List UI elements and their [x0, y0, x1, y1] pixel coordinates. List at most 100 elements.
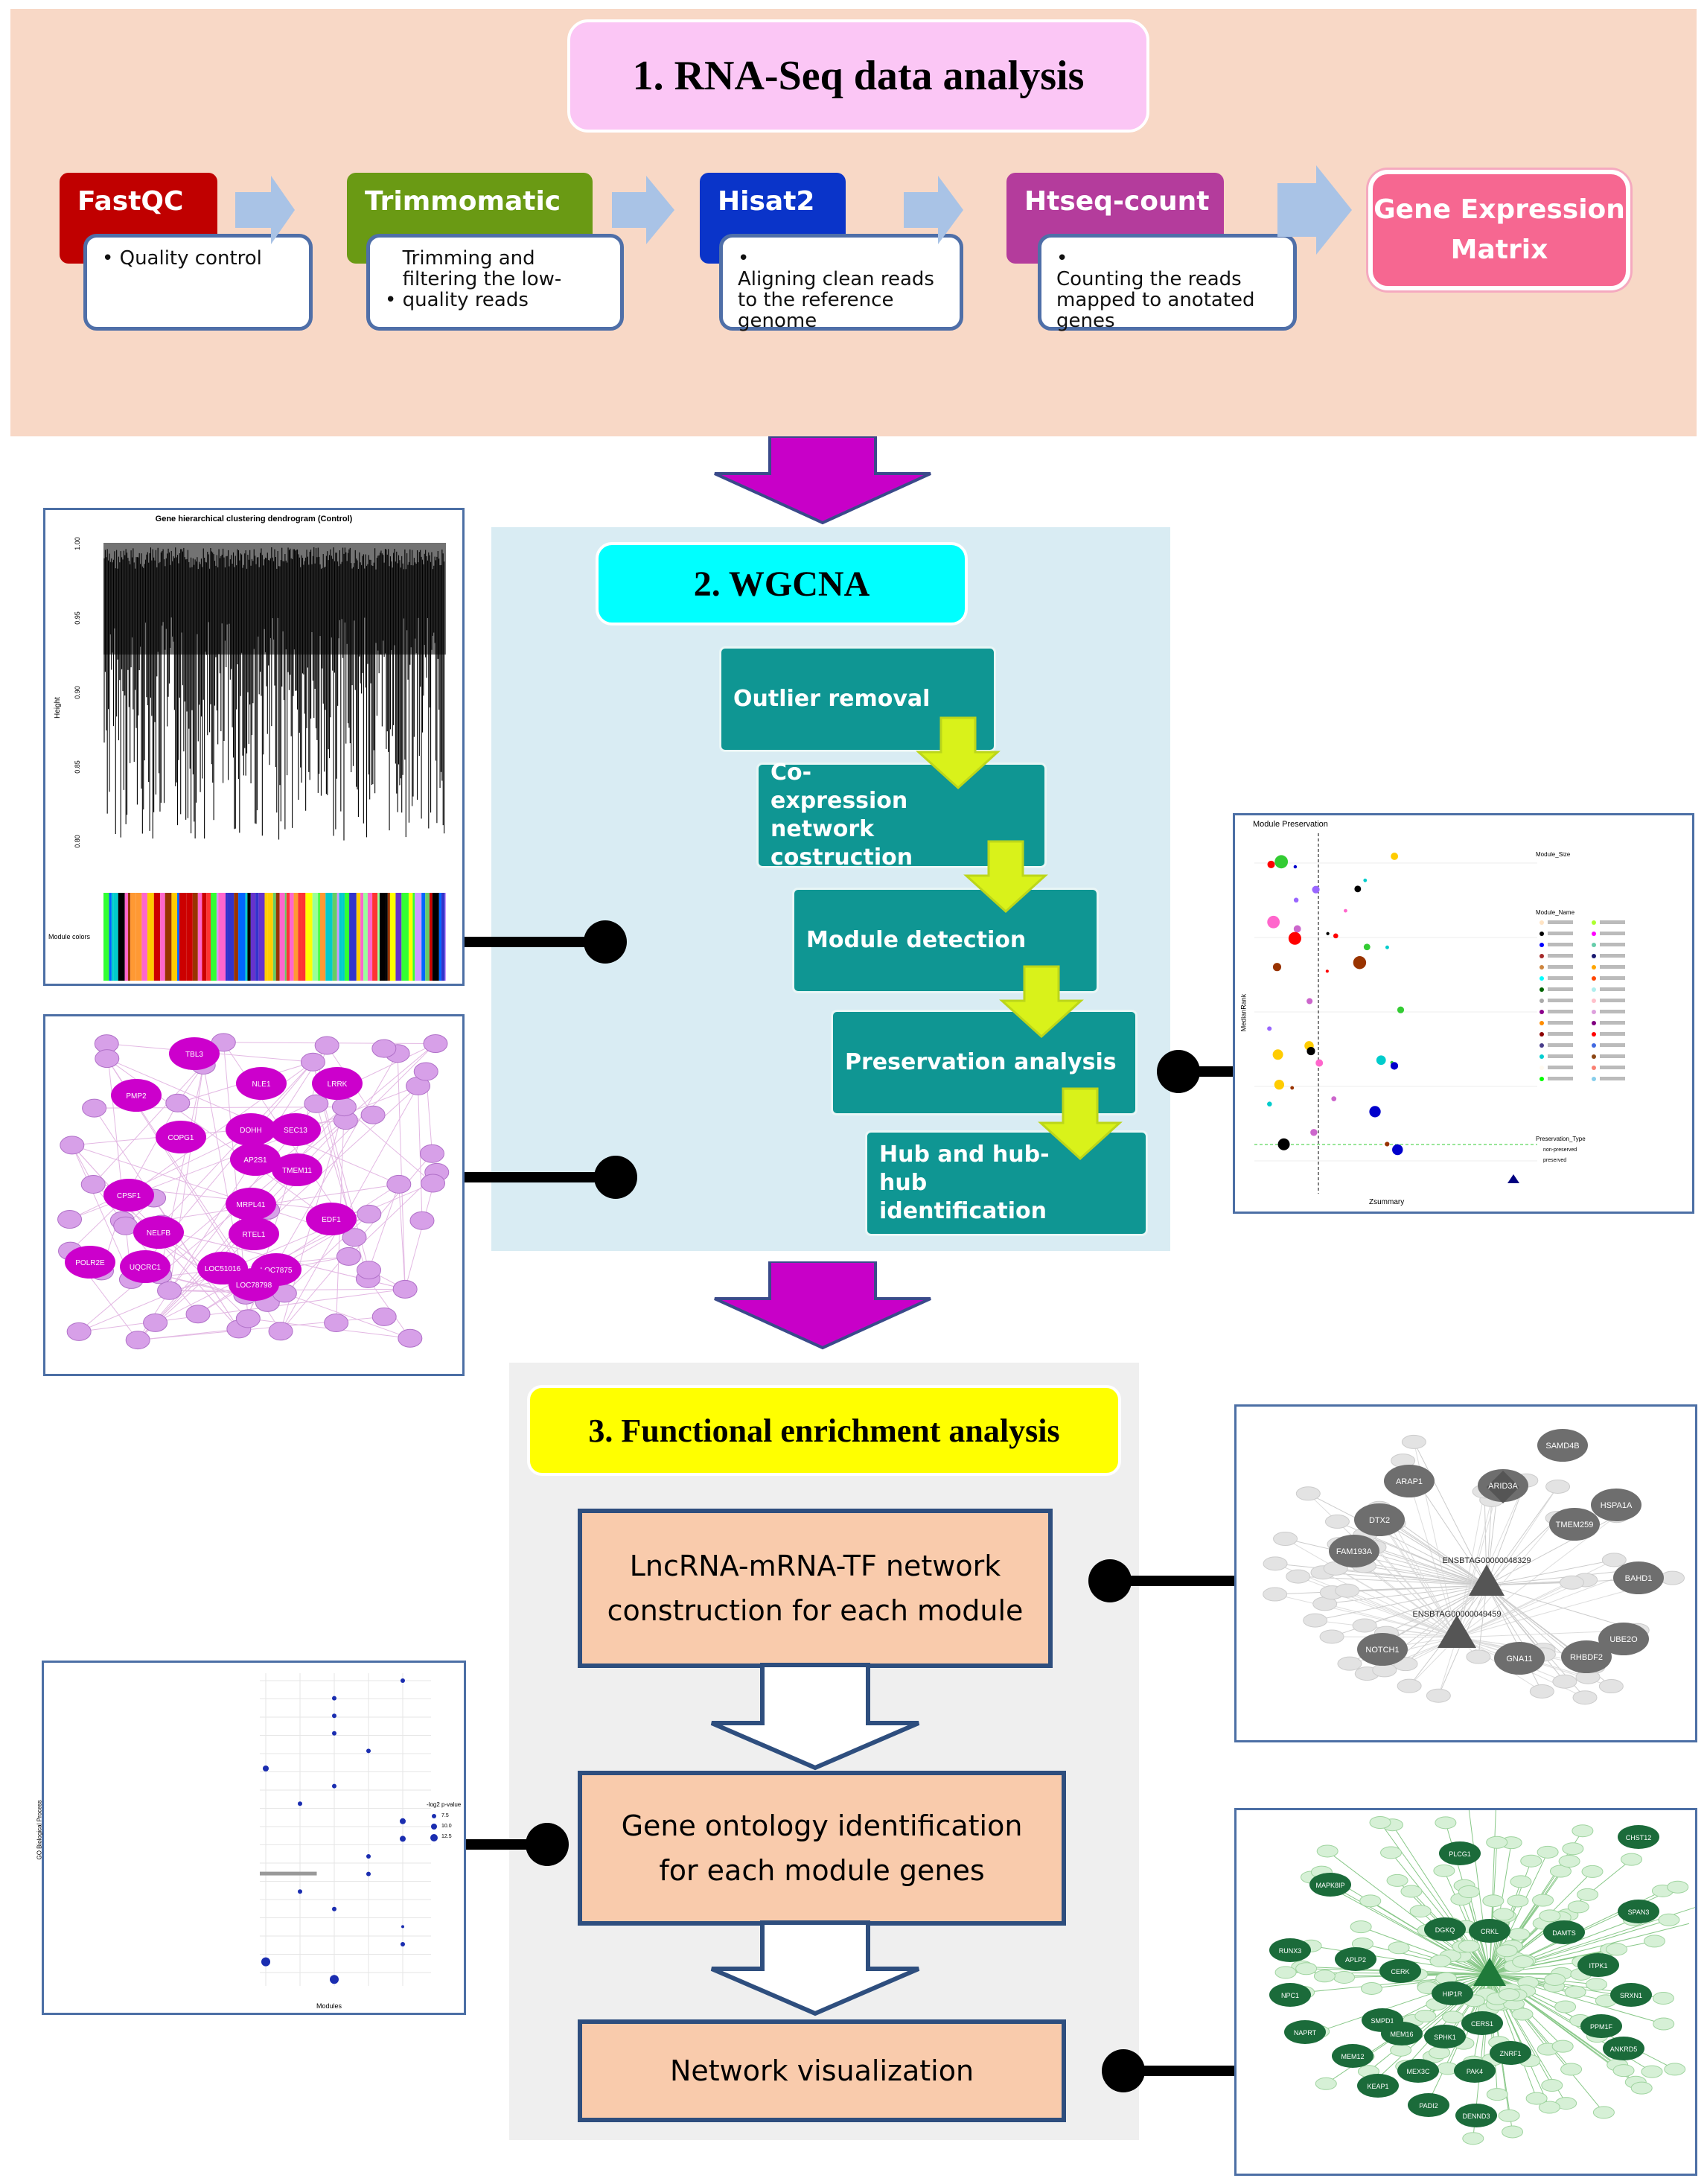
network-edge: [1386, 1585, 1487, 1634]
go-term-point: [401, 1925, 404, 1929]
network-node: [371, 1307, 397, 1326]
network-node: [314, 1036, 339, 1055]
legend-entry: [1600, 1021, 1625, 1025]
network-node: [165, 1093, 191, 1112]
hub-node-label: ARID3A: [1488, 1482, 1518, 1491]
network-edge: [1413, 1442, 1487, 1586]
module-color-strip: [255, 893, 259, 981]
network-node: [1433, 1864, 1455, 1877]
hub-node: [1354, 1503, 1405, 1536]
network-node: [1612, 2064, 1635, 2078]
dendrogram-dense-area: [103, 543, 446, 655]
tf-diamond-node: [1487, 1471, 1519, 1503]
module-color-strip: [367, 893, 373, 981]
network-node: [1458, 1940, 1480, 1953]
hub-node: [1577, 1953, 1619, 1977]
hub-node: [103, 1179, 154, 1212]
network-node: [421, 1174, 446, 1193]
legend-name-title: Module_Name: [1536, 909, 1575, 916]
network-edge: [1365, 1534, 1487, 1586]
hub-node: [1424, 1917, 1466, 1941]
hub-node-label: SMPD1: [1371, 2017, 1394, 2025]
network-edge: [1373, 1547, 1487, 1586]
hub-node: [1591, 1489, 1641, 1521]
hub-node-label: SPHK1: [1434, 2034, 1456, 2041]
module-color-strip: [118, 893, 125, 981]
network-node: [1458, 1885, 1480, 1898]
connector-line: [465, 1172, 606, 1182]
hub-node-label: RHBDF2: [1570, 1653, 1603, 1662]
network-node: [1429, 2046, 1451, 2060]
module-color-strip: [339, 893, 342, 981]
network-edge: [169, 1065, 204, 1291]
preservation-scatter: [1254, 833, 1537, 1194]
hub-node-label: LRRK: [328, 1080, 348, 1089]
hub-node: [1610, 1983, 1652, 2007]
network-edge: [1489, 1961, 1583, 1975]
network-node: [1641, 2065, 1663, 2078]
network-node: [331, 1098, 357, 1117]
network-node: [386, 1174, 412, 1194]
module-color-strip: [415, 893, 422, 981]
network-node: [1442, 2011, 1464, 2024]
network-node: [1512, 1955, 1534, 1969]
hub-node: [1329, 1535, 1379, 1567]
go-term-point: [298, 1889, 302, 1894]
hub-node: [1461, 2011, 1503, 2035]
legend-swatch: [1540, 1054, 1544, 1059]
network-node: [80, 1174, 106, 1194]
module-point: [1274, 1079, 1285, 1090]
network-edge: [1360, 1926, 1490, 1975]
network-node: [324, 1314, 349, 1333]
module-color-strip: [264, 893, 268, 981]
hub-node-label: TMEM259: [1556, 1521, 1594, 1529]
legend-swatch: [1592, 943, 1596, 947]
legend-entry: [1548, 1077, 1573, 1080]
hisat2-description: • Aligning clean reads to the reference …: [719, 234, 963, 331]
module-color-strip: [286, 893, 290, 981]
module-colors-label: Module colors: [48, 933, 91, 940]
hub-node: [1455, 2104, 1497, 2127]
hub-node: [1543, 1920, 1585, 1944]
go-term-point: [366, 1871, 371, 1876]
module-color-strip: [218, 893, 226, 981]
go-legend-value: 10.0: [441, 1824, 452, 1829]
network-edge: [1362, 1545, 1487, 1586]
module-color-strip: [113, 893, 118, 981]
legend-entry: [1548, 954, 1573, 958]
module-color-strip: [342, 893, 345, 981]
module-point: [1353, 956, 1367, 970]
hub-node-label: DGKQ: [1435, 1926, 1455, 1934]
hub-node: [1332, 2044, 1373, 2068]
module-color-bar: [103, 893, 446, 981]
hub-node: [270, 1113, 321, 1146]
preservation-panel: Module Preservation MedianRank Zsummary …: [1233, 813, 1694, 1214]
connector-dot: [584, 920, 627, 964]
module-color-strip: [186, 893, 193, 981]
network-node: [1482, 1894, 1505, 1908]
hub-node-label: DOHH: [240, 1127, 261, 1135]
network-edge: [1304, 1973, 1490, 1993]
legend-swatch: [1540, 1021, 1544, 1025]
network-node: [1409, 1905, 1432, 1918]
hub-node-label: CRKL: [1481, 1928, 1499, 1935]
module-point: [1306, 1047, 1315, 1056]
network-edge: [71, 1144, 132, 1280]
hub-node: [1469, 1919, 1510, 1943]
lncrna-network-box: LncRNA-mRNA-TF network construction for …: [578, 1509, 1053, 1668]
module-color-strip: [298, 893, 301, 981]
hub-node: [120, 1250, 170, 1283]
network-node: [342, 1228, 367, 1247]
module-point: [1267, 1101, 1272, 1107]
network-node: [1652, 1991, 1674, 2005]
trimmomatic-description: • Trimming and filtering the low-quality…: [366, 234, 624, 331]
hub-node: [1561, 1640, 1612, 1673]
legend-entry: [1600, 932, 1625, 935]
network-node: [1426, 1688, 1451, 1703]
network-node: [1520, 1854, 1542, 1868]
network-edge: [1358, 1561, 1487, 1586]
network-node: [1592, 2106, 1615, 2119]
dendrogram-panel: Gene hierarchical clustering dendrogram …: [43, 508, 465, 986]
network-node: [1525, 2092, 1548, 2105]
network-node: [1352, 1618, 1377, 1633]
